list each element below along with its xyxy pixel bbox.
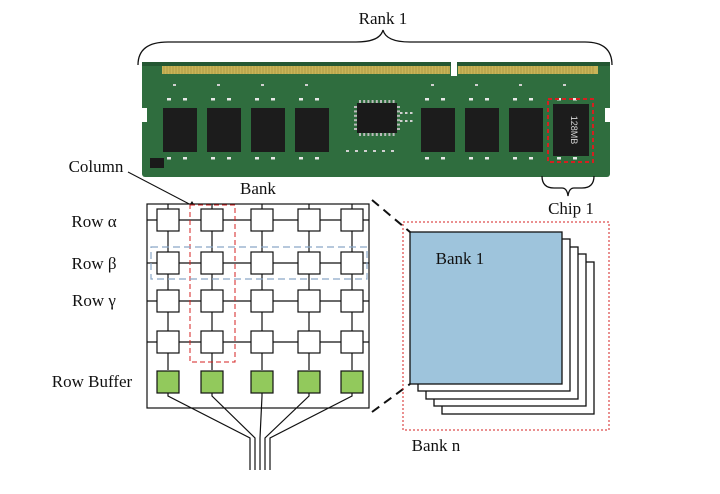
zoom-line-top — [371, 199, 411, 233]
memory-chip — [421, 108, 455, 152]
memory-chip — [295, 108, 329, 152]
gold-pins-right — [458, 66, 598, 74]
rank-label: Rank 1 — [359, 9, 408, 28]
column-pointer — [127, 171, 196, 208]
bus-line — [259, 393, 263, 470]
data-bus — [167, 393, 353, 470]
memory-cell — [250, 208, 274, 232]
memory-cell — [340, 330, 364, 354]
bus-line — [269, 393, 353, 470]
bank-title: Bank — [240, 179, 276, 198]
column-label: Column — [69, 157, 124, 176]
controller-chip — [357, 103, 397, 133]
chip-highlight — [547, 98, 594, 163]
memory-chip — [163, 108, 197, 152]
bank-n-label: Bank n — [412, 436, 461, 455]
row-buffer-label: Row Buffer — [52, 372, 133, 391]
bus-line — [167, 393, 251, 470]
bus-line — [264, 393, 310, 470]
row-buffer-cell — [297, 370, 321, 394]
memory-cell — [200, 208, 224, 232]
rank-brace — [137, 29, 613, 66]
memory-cell — [297, 289, 321, 313]
bus-line — [211, 393, 256, 470]
memory-chip-1 — [553, 104, 589, 156]
row-highlight — [150, 246, 368, 280]
memory-cell — [200, 251, 224, 275]
bank-1-face — [409, 231, 563, 385]
memory-cell — [297, 251, 321, 275]
gold-pins-left — [162, 66, 450, 74]
row-gamma-label: Row γ — [72, 291, 116, 310]
column-highlight — [189, 204, 236, 363]
row-buffer-cell — [156, 370, 180, 394]
chip-label: Chip 1 — [548, 199, 594, 218]
memory-cell — [156, 289, 180, 313]
zoom-line-bottom — [371, 383, 411, 413]
memory-cell — [297, 330, 321, 354]
row-alpha-label: Row α — [71, 212, 116, 231]
memory-cell — [156, 251, 180, 275]
memory-chip — [251, 108, 285, 152]
memory-cell — [250, 289, 274, 313]
memory-cell — [340, 208, 364, 232]
chip-boundary — [402, 221, 610, 431]
row-buffer-cell — [200, 370, 224, 394]
bank-stack — [402, 221, 610, 431]
row-buffer-cell — [250, 370, 274, 394]
memory-chip — [465, 108, 499, 152]
chip-marking: 128MB — [569, 116, 579, 145]
bank-1-label: Bank 1 — [436, 249, 485, 268]
memory-cell — [250, 251, 274, 275]
memory-cell — [297, 208, 321, 232]
memory-cell — [200, 289, 224, 313]
memory-cell — [340, 251, 364, 275]
memory-cell — [250, 330, 274, 354]
memory-module: 128MB — [142, 62, 610, 177]
memory-cell — [156, 330, 180, 354]
memory-cell — [340, 289, 364, 313]
memory-chip — [509, 108, 543, 152]
memory-cell — [200, 330, 224, 354]
row-beta-label: Row β — [71, 254, 116, 273]
row-buffer-cell — [340, 370, 364, 394]
memory-cell — [156, 208, 180, 232]
bank-grid — [146, 203, 370, 409]
chip-brace — [541, 175, 595, 197]
small-component — [150, 158, 164, 168]
key-notch — [451, 62, 457, 76]
memory-chip — [207, 108, 241, 152]
